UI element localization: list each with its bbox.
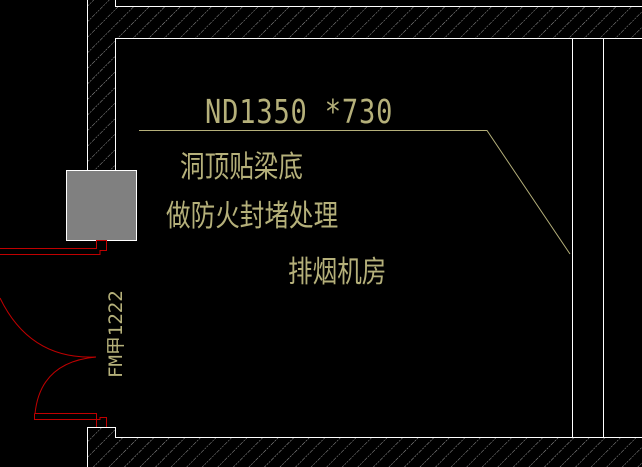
leader-line [139, 130, 571, 255]
left-wall [87, 0, 116, 170]
top-wall [115, 6, 642, 39]
note-beam-bottom: 洞顶贴梁底 [180, 150, 303, 185]
right-partition-lines [572, 38, 604, 437]
bottom-wall [87, 427, 642, 467]
double-door [0, 240, 107, 427]
door-tag-label: FM甲1222 [105, 290, 127, 378]
duct-opening [66, 170, 137, 241]
note-fire-sealing: 做防火封堵处理 [166, 199, 339, 234]
opening-size-label: ND1350 *730 [205, 92, 394, 131]
room-name-label: 排烟机房 [288, 255, 387, 290]
